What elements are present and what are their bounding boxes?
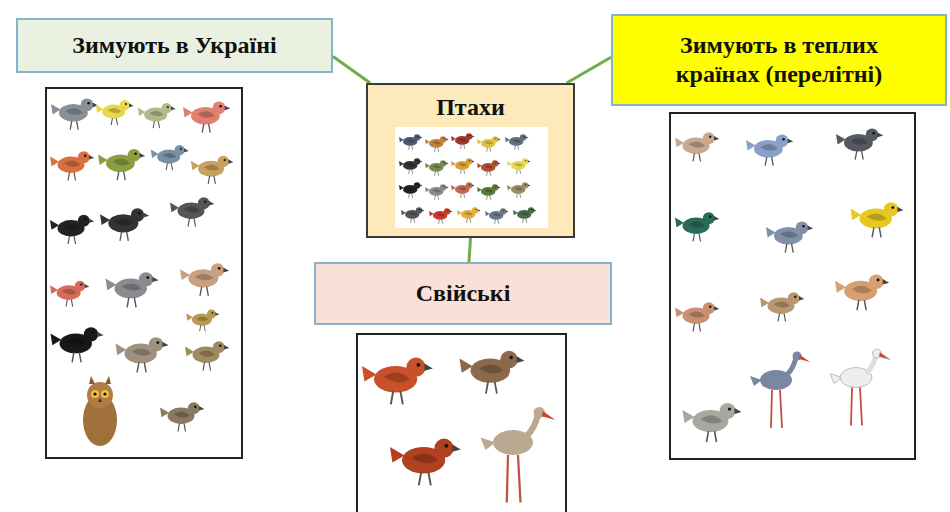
bird-figure <box>457 207 481 223</box>
node-label: Зимують в Україні <box>72 31 276 60</box>
owl-figure <box>83 376 117 446</box>
collage-ground <box>395 127 548 228</box>
bird-figure <box>183 101 230 132</box>
bird-figure <box>477 136 501 152</box>
bird-figure <box>160 402 204 431</box>
bird-figure <box>425 136 449 152</box>
bird-figure <box>429 208 453 224</box>
bird-figure <box>170 197 214 226</box>
bird-figure <box>106 272 159 307</box>
bird-panel <box>670 113 915 459</box>
bird-figure <box>477 184 501 200</box>
stork-figure <box>830 349 890 426</box>
bird-figure <box>185 341 229 370</box>
bird-figure <box>513 207 537 223</box>
bird-figure <box>477 160 501 176</box>
connector-line <box>567 57 611 83</box>
bird-figure <box>98 149 145 180</box>
bird-figure <box>50 281 89 307</box>
bird-figure <box>451 158 475 174</box>
bird-figure <box>50 151 94 180</box>
bird-collage <box>395 127 548 228</box>
bird-figure <box>675 212 719 241</box>
bird-figure <box>766 221 813 252</box>
bird-figure <box>746 134 793 165</box>
connector-line <box>333 57 370 84</box>
hen-figure <box>362 358 433 405</box>
bird-figure <box>675 302 719 331</box>
bird-figure <box>505 134 529 150</box>
bird-figure <box>675 132 719 161</box>
bird-panel <box>357 334 566 512</box>
bird-figure <box>100 208 149 241</box>
bird-figure <box>835 274 889 310</box>
node-label: Свійські <box>416 279 511 308</box>
bird-figure <box>425 184 449 200</box>
bird-figure <box>50 215 94 244</box>
bird-figure <box>451 182 475 198</box>
category-box: Зимують в теплих країнах (перелітні) <box>611 14 947 106</box>
node-label: Зимують в теплих країнах (перелітні) <box>644 31 914 89</box>
bird-figure <box>191 156 233 184</box>
root-box: Птахи <box>366 83 575 238</box>
crane-figure <box>750 352 810 429</box>
bird-figure <box>851 202 904 237</box>
bird-figure <box>96 100 134 125</box>
bird-figure <box>399 158 423 174</box>
duck-figure <box>460 351 525 394</box>
bird-figure <box>51 98 98 129</box>
goose-figure <box>481 407 556 503</box>
category-box: Свійські <box>314 262 612 325</box>
bird-figure <box>116 337 169 372</box>
connector-line <box>469 238 471 262</box>
bird-figure <box>180 263 229 296</box>
bird-figure <box>507 158 531 174</box>
bird-figure <box>186 309 219 331</box>
bird-figure <box>151 145 189 170</box>
bird-figure <box>51 327 104 362</box>
bird-figure <box>425 160 449 176</box>
bird-figure <box>451 133 475 149</box>
bird-figure <box>507 182 531 198</box>
category-box: Зимують в Україні <box>16 18 333 73</box>
bird-figure <box>683 403 742 442</box>
bird-panel <box>46 88 242 458</box>
bird-figure <box>399 134 423 150</box>
bird-figure <box>401 207 425 223</box>
bird-figure <box>138 103 176 128</box>
rooster-figure <box>390 439 461 486</box>
bird-figure <box>760 292 804 321</box>
bird-figure <box>836 128 883 159</box>
node-title: Птахи <box>436 93 505 122</box>
bird-figure <box>485 208 509 224</box>
bird-figure <box>399 182 423 198</box>
